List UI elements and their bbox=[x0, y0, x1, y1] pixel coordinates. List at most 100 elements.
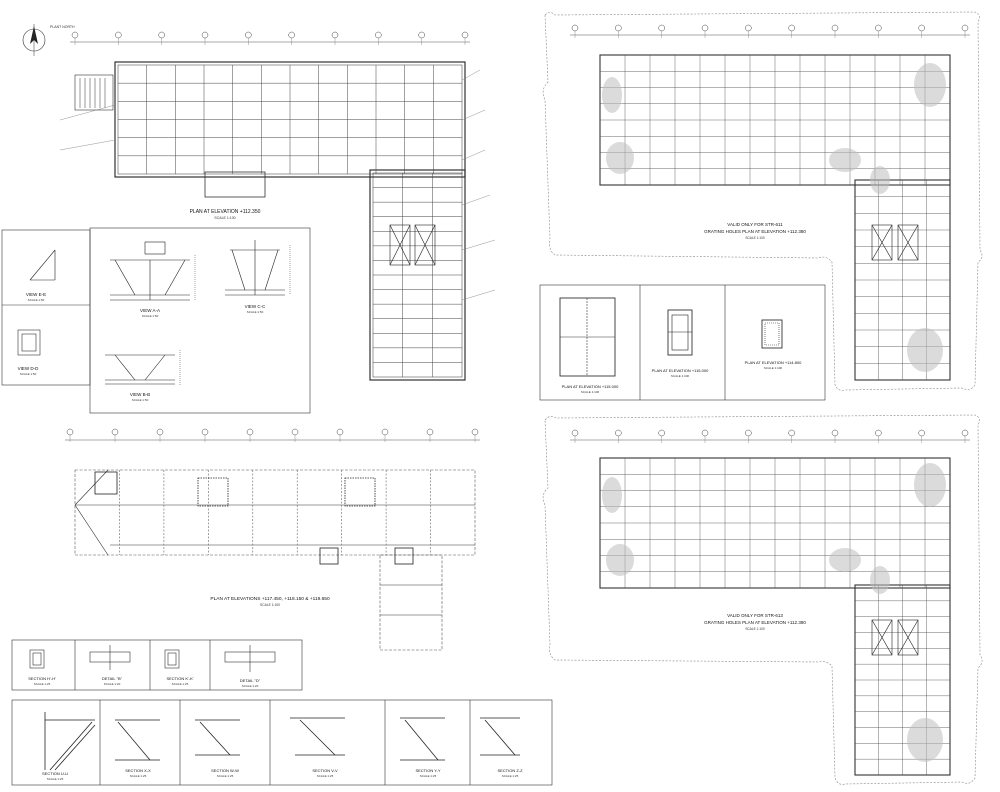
detail-h-scale: SCALE 1:25 bbox=[34, 682, 51, 686]
grid-bubble bbox=[788, 24, 795, 32]
small-plan-1-scale: SCALE 1:100 bbox=[581, 390, 600, 394]
detail-d-label: DETAIL "D" bbox=[240, 678, 261, 683]
grid-bubble bbox=[831, 429, 839, 437]
plan-bottom-right bbox=[542, 414, 983, 785]
plan-top-right-title: GRATING HOLES PLAN AT ELEVATION +112.380 bbox=[704, 229, 806, 234]
section-w-label: SECTION W-W bbox=[211, 768, 239, 773]
grid-bubble bbox=[918, 24, 925, 32]
grid-bubble bbox=[111, 428, 119, 436]
extension-grid bbox=[373, 173, 462, 377]
grid-bubble bbox=[158, 31, 165, 39]
grid-bubble bbox=[875, 429, 882, 437]
grid-bubble bbox=[701, 429, 709, 437]
grating-shading-2 bbox=[602, 463, 946, 762]
small-plan-2-label: PLAN AT ELEVATION +115.000 bbox=[652, 368, 709, 373]
grid-bubble bbox=[418, 31, 425, 39]
view-b-b-scale: SCALE 1:50 bbox=[132, 398, 149, 402]
detail-b-scale: SCALE 1:20 bbox=[104, 682, 121, 686]
north-label: PLANT NORTH bbox=[50, 25, 75, 29]
small-plan-3-scale: SCALE 1:100 bbox=[764, 366, 783, 370]
section-v-label: SECTION V-V bbox=[312, 768, 338, 773]
view-e-e-scale: SCALE 1:50 bbox=[28, 298, 45, 302]
grid-bubble bbox=[461, 31, 469, 39]
view-d-d-scale: SCALE 1:50 bbox=[20, 372, 37, 376]
small-plan-3-label: PLAN AT ELEVATION +114.800 bbox=[745, 360, 802, 365]
main-frame bbox=[114, 61, 466, 178]
grid-bubble bbox=[201, 428, 209, 436]
view-c-c-label: VIEW C-C bbox=[245, 304, 266, 309]
grid-bubble bbox=[745, 429, 752, 437]
section-x-scale: SCALE 1:25 bbox=[130, 774, 147, 778]
section-y-label: SECTION Y-Y bbox=[415, 768, 440, 773]
grid-bubble bbox=[658, 429, 665, 437]
grid-bubble bbox=[701, 24, 709, 32]
details-row1 bbox=[11, 639, 303, 691]
grid-bubble bbox=[375, 31, 382, 39]
section-v-scale: SCALE 1:25 bbox=[317, 774, 334, 778]
views-panel bbox=[1, 227, 311, 414]
view-c-c-scale: SCALE 1:50 bbox=[247, 310, 264, 314]
plan-top-right-valid: VALID ONLY FOR STR-611 bbox=[727, 222, 783, 227]
stair bbox=[74, 74, 114, 111]
plan-bottom-right-valid: VALID ONLY FOR STR-613 bbox=[727, 613, 783, 618]
grid-bubble bbox=[246, 428, 254, 436]
grid-bubble bbox=[788, 429, 795, 437]
grid-bubble bbox=[66, 428, 74, 436]
details-row2 bbox=[11, 699, 553, 786]
view-b-b-label: VIEW B-B bbox=[130, 392, 150, 397]
grid-bubble bbox=[71, 31, 79, 39]
north-arrow-icon bbox=[22, 24, 46, 56]
plan-top-right-scale: SCALE 1:100 bbox=[745, 236, 765, 240]
grid-bubble bbox=[471, 428, 479, 436]
grid-bubble bbox=[615, 429, 622, 437]
small-plan-2-scale: SCALE 1:100 bbox=[671, 374, 690, 378]
grid-bubble bbox=[201, 31, 209, 39]
section-w-scale: SCALE 1:25 bbox=[217, 774, 234, 778]
view-a-a-scale: SCALE 1:50 bbox=[142, 314, 159, 318]
grid-bubble bbox=[381, 428, 389, 436]
section-u-scale: SCALE 1:25 bbox=[47, 777, 64, 781]
x-bracing bbox=[389, 224, 436, 266]
beam-grid bbox=[118, 65, 462, 174]
plan-bottom-left-title: PLAN AT ELEVATIONS +117.450, +118.150 & … bbox=[210, 596, 330, 602]
small-plan-1-label: PLAN AT ELEVATION +115.000 bbox=[562, 384, 619, 389]
grid-bubble bbox=[331, 31, 339, 39]
leader-labels bbox=[59, 69, 496, 301]
grid-bubble bbox=[571, 429, 579, 437]
plan-bottom-right-title: GRATING HOLES PLAN AT ELEVATION +112.380 bbox=[704, 620, 806, 625]
grid-bubbles-top bbox=[71, 31, 469, 45]
section-z-label: SECTION Z-Z bbox=[497, 768, 523, 773]
detail-b-label: DETAIL "B" bbox=[102, 676, 123, 681]
plan-bottom-right-scale: SCALE 1:100 bbox=[745, 627, 765, 631]
plan-bottom-left bbox=[65, 428, 480, 651]
section-z-scale: SCALE 1:25 bbox=[502, 774, 519, 778]
grid-bubble bbox=[745, 24, 752, 32]
l-extension bbox=[369, 169, 466, 381]
grid-bubble bbox=[875, 24, 882, 32]
view-d-d-label: VIEW D-D bbox=[18, 366, 39, 371]
grid-bubble bbox=[571, 24, 579, 32]
plan-top-left bbox=[70, 31, 470, 381]
section-x-label: SECTION X-X bbox=[125, 768, 151, 773]
plan-bottom-left-scale: SCALE 1:100 bbox=[260, 603, 280, 607]
section-y-scale: SCALE 1:25 bbox=[420, 774, 437, 778]
grid-bubble bbox=[156, 428, 164, 436]
detail-h-label: SECTION H'-H' bbox=[28, 676, 56, 681]
grid-bubble bbox=[615, 24, 622, 32]
grid-bubble bbox=[291, 428, 299, 436]
grid-bubble bbox=[115, 31, 122, 39]
grid-bubble bbox=[918, 429, 925, 437]
grid-bubble bbox=[245, 31, 252, 39]
small-plans-panel bbox=[539, 284, 826, 401]
grid-bubble bbox=[961, 429, 969, 437]
section-u-label: SECTION U-U bbox=[42, 771, 68, 776]
grid-bubble bbox=[336, 428, 344, 436]
detail-d-scale: SCALE 1:20 bbox=[242, 684, 259, 688]
grating-shading bbox=[602, 63, 946, 372]
view-a-a-label: VIEW A-A bbox=[140, 308, 160, 313]
detail-k-scale: SCALE 1:25 bbox=[172, 682, 189, 686]
view-e-e-label: VIEW E-E bbox=[26, 292, 46, 297]
grid-bubble bbox=[961, 24, 969, 32]
plan-top-left-title: PLAN AT ELEVATION +112.350 bbox=[190, 209, 261, 215]
